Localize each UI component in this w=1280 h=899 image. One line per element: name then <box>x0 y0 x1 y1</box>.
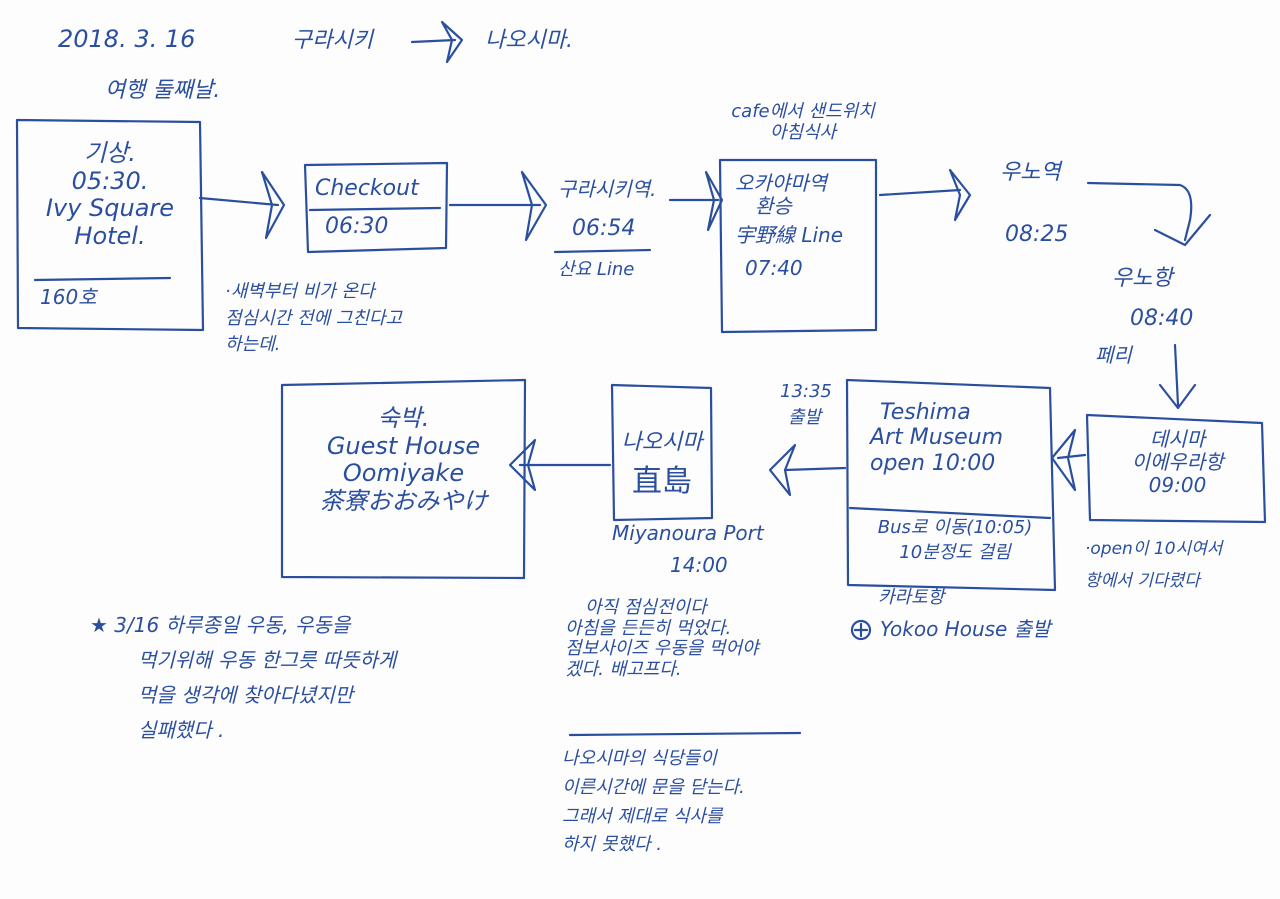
wake-label: 기상. <box>84 139 136 167</box>
kurashiki-station: 구라시키역. <box>558 177 657 201</box>
arrow-kurashiki-okayama <box>668 170 724 232</box>
lunch-note: 아직 점심전이다 아침을 든든히 먹었다. 점보사이즈 우동을 먹어야 겠다. … <box>565 597 759 681</box>
summary-note: ★ 3/16 하루종일 우동, 우동을 먹기위해 우동 한그릇 따뜻하게 먹을 … <box>90 613 397 742</box>
arrow-uno-unoport <box>1086 181 1212 247</box>
uno-port: 우노항 <box>1112 266 1173 291</box>
kurashiki-underline <box>553 248 652 254</box>
sanyo-line: 산요 Line <box>558 259 635 280</box>
cafe-note: cafe에서 샌드위치 아침식사 <box>731 101 875 143</box>
checkout-underline <box>308 206 442 212</box>
departure-time: 13:35 <box>780 381 832 402</box>
hotel-name-1: Ivy Square <box>45 194 175 223</box>
teshima-note: ·open이 10시여서 항에서 기다렸다 <box>1085 539 1223 591</box>
museum-box <box>845 378 1057 592</box>
arrow-port-museum <box>1050 428 1087 492</box>
arrow-museum-naoshima <box>768 443 847 497</box>
karato-port: 카라토항 <box>878 587 945 608</box>
header-arrow <box>410 20 464 64</box>
arrow-naoshima-guesthouse <box>508 438 612 492</box>
wake-time: 05:30. <box>71 166 149 195</box>
naoshima-box <box>610 383 714 522</box>
uno-station-time: 08:25 <box>1005 222 1069 247</box>
route-from: 구라시키 <box>292 28 373 53</box>
uno-station: 우노역 <box>1000 160 1061 185</box>
miyanoura-time: 14:00 <box>670 553 728 577</box>
museum-name: Teshima Art Museum open 10:00 <box>870 400 1004 476</box>
hotel-underline <box>33 276 172 282</box>
day-label: 여행 둘째날. <box>105 78 221 103</box>
departure-label: 출발 <box>788 407 822 428</box>
okayama-box <box>718 158 878 334</box>
arrow-okayama-uno <box>878 168 972 222</box>
notes-divider <box>568 731 802 737</box>
hotel-name-2: Hotel. <box>74 221 146 250</box>
checkout-time: 06:30 <box>325 214 389 239</box>
arrow-ferry <box>1158 343 1197 410</box>
ferry-label: 페리 <box>1095 343 1132 367</box>
naoshima-kana: 나오시마 <box>621 430 703 455</box>
date: 2018. 3. 16 <box>58 25 196 53</box>
naoshima-kanji: 直島 <box>632 464 692 499</box>
checkout-box <box>303 161 449 254</box>
plus-circle-icon <box>850 619 872 641</box>
yokoo-house: Yokoo House 출발 <box>880 617 1051 641</box>
arrow-hotel-checkout <box>198 170 286 240</box>
rain-note: ·새벽부터 비가 온다 점심시간 전에 그친다고 하는데. <box>225 281 403 356</box>
uno-port-time: 08:40 <box>1130 306 1194 331</box>
teshima-port-node: 데시마 이에우라항 09:00 <box>1131 427 1224 497</box>
room-number: 160호 <box>40 285 97 309</box>
guesthouse-box <box>280 378 527 580</box>
route-to: 나오시마. <box>485 28 573 53</box>
guesthouse-node: 숙박. Guest House Oomiyake 茶寮おおみやけ <box>319 404 488 515</box>
hotel-node: 기상. 05:30. Ivy Square Hotel. <box>20 139 200 250</box>
hotel-box <box>15 118 205 332</box>
teshima-port-box <box>1085 413 1267 524</box>
miyanoura-port: Miyanoura Port <box>612 521 764 545</box>
okayama-node: 오카야마역 환승 宇野線 Line 07:40 <box>735 171 844 280</box>
checkout-label: Checkout <box>315 176 419 201</box>
kurashiki-time: 06:54 <box>572 216 636 241</box>
museum-divider <box>848 506 1052 520</box>
museum-bus: Bus로 이동(10:05) 10분정도 걸림 <box>877 517 1033 563</box>
restaurants-note: 나오시마의 식당들이 이른시간에 문을 닫는다. 그래서 제대로 식사를 하지 … <box>562 748 745 856</box>
arrow-checkout-kurashiki <box>448 170 548 242</box>
